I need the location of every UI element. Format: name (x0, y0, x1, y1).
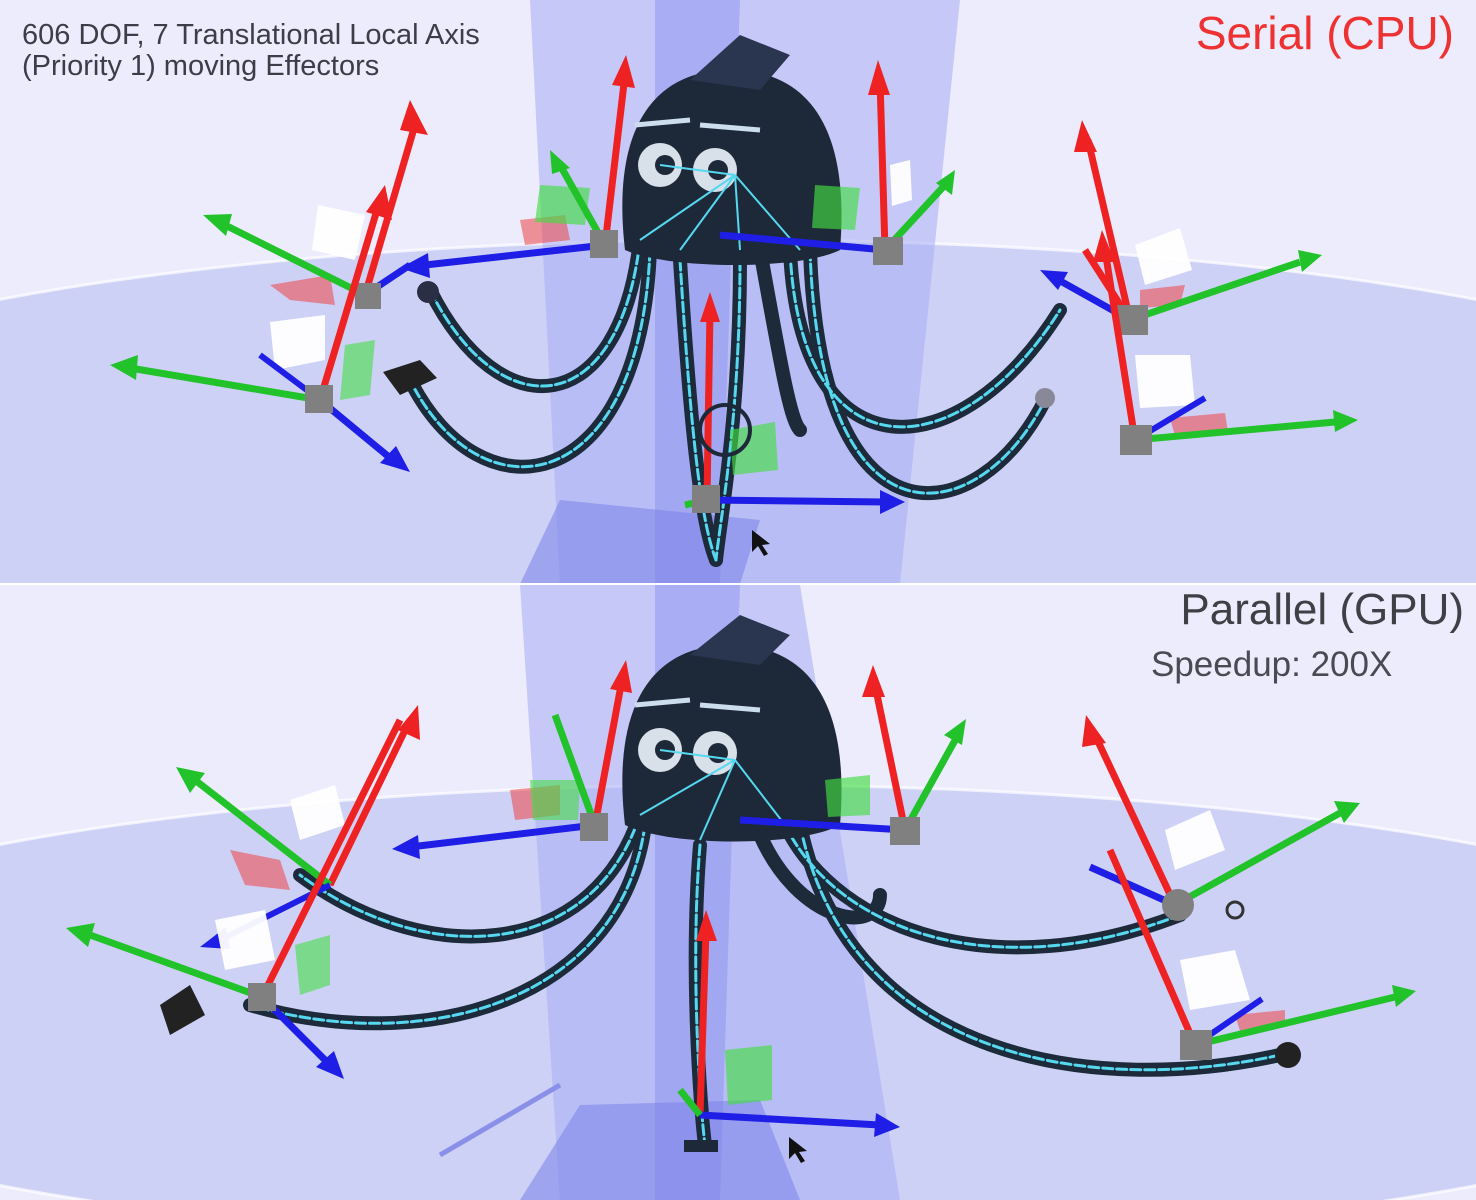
serial-panel-scene[interactable] (0, 0, 1476, 584)
gizmo-bottom-center[interactable] (677, 910, 900, 1152)
mouse-cursor-icon (752, 530, 770, 556)
gizmo-left-upper[interactable] (176, 705, 420, 949)
gizmo-left-lower[interactable] (66, 718, 404, 1079)
gizmo-head-left[interactable] (392, 660, 632, 859)
gizmo-right-lower[interactable] (1106, 848, 1416, 1060)
mouse-cursor-icon (789, 1137, 807, 1163)
parallel-panel-scene[interactable] (0, 585, 1476, 1200)
description-line-1: 606 DOF, 7 Translational Local Axis (22, 19, 480, 51)
description-line-2: (Priority 1) moving Effectors (22, 50, 380, 82)
gizmo-left-lower[interactable] (110, 185, 410, 472)
gizmo-right-upper[interactable] (1082, 715, 1360, 921)
description-text: 606 DOF, 7 Translational Local Axis(Prio… (22, 20, 480, 82)
gizmo-head-left[interactable] (400, 55, 635, 278)
gizmo-right-lower[interactable] (1093, 230, 1358, 455)
speedup-label: Speedup: 200X (1151, 645, 1393, 684)
panel-divider (0, 583, 1476, 585)
gizmo-head-right[interactable] (719, 60, 955, 265)
gizmo-head-right[interactable] (739, 665, 966, 845)
parallel-gpu-label: Parallel (GPU) (1180, 585, 1464, 634)
serial-cpu-label: Serial (CPU) (1195, 7, 1454, 59)
gizmo-bottom-center[interactable] (684, 292, 905, 514)
